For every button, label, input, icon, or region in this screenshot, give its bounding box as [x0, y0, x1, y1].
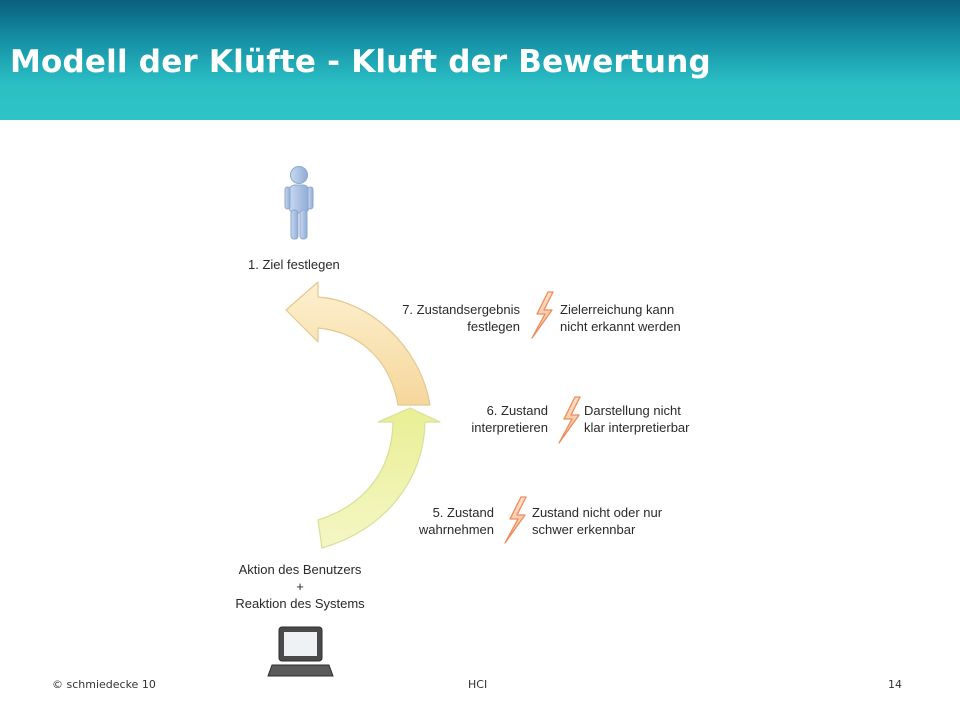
step7-label: 7. Zustandsergebnis festlegen — [380, 301, 520, 335]
step5-line2: wahrnehmen — [418, 522, 494, 537]
action-line1: Aktion des Benutzers — [238, 562, 362, 577]
goal-label: 1. Ziel festlegen — [248, 257, 340, 272]
lightning-icon — [558, 396, 581, 444]
upper-cycle-arrow — [285, 281, 431, 406]
step6-line1: 6. Zustand — [486, 403, 548, 418]
gap7-label: Zielerreichung kann nicht erkannt werden — [560, 301, 681, 335]
lightning-icon — [531, 291, 554, 339]
laptop-icon — [267, 626, 334, 677]
gap5-line2: schwer erkennbar — [532, 522, 636, 537]
lower-cycle-arrow — [317, 407, 441, 549]
gap5-label: Zustand nicht oder nur schwer erkennbar — [532, 504, 662, 538]
action-line2: + — [296, 579, 304, 594]
step6-line2: interpretieren — [471, 420, 548, 435]
step5-label: 5. Zustand wahrnehmen — [380, 504, 494, 538]
slide-header: Modell der Klüfte - Kluft der Bewertung — [0, 0, 960, 120]
slide-title: Modell der Klüfte - Kluft der Bewertung — [10, 44, 711, 80]
gap6-line1: Darstellung nicht — [584, 403, 681, 418]
page-number: 14 — [888, 678, 902, 691]
footer-copyright: © schmiedecke 10 — [52, 678, 156, 691]
gap7-line1: Zielerreichung kann — [560, 302, 675, 317]
footer-course: HCI — [468, 678, 488, 691]
person-icon — [284, 166, 314, 240]
gap5-line1: Zustand nicht oder nur — [532, 505, 663, 520]
step5-line1: 5. Zustand — [432, 505, 494, 520]
step7-line1: 7. Zustandsergebnis — [402, 302, 520, 317]
step6-label: 6. Zustand interpretieren — [420, 402, 548, 436]
gap6-label: Darstellung nicht klar interpretierbar — [584, 402, 690, 436]
action-line3: Reaktion des Systems — [235, 596, 365, 611]
step7-line2: festlegen — [467, 319, 520, 334]
lightning-icon — [504, 496, 527, 544]
action-label: Aktion des Benutzers + Reaktion des Syst… — [220, 561, 380, 612]
gap7-line2: nicht erkannt werden — [560, 319, 681, 334]
gap6-line2: klar interpretierbar — [584, 420, 690, 435]
